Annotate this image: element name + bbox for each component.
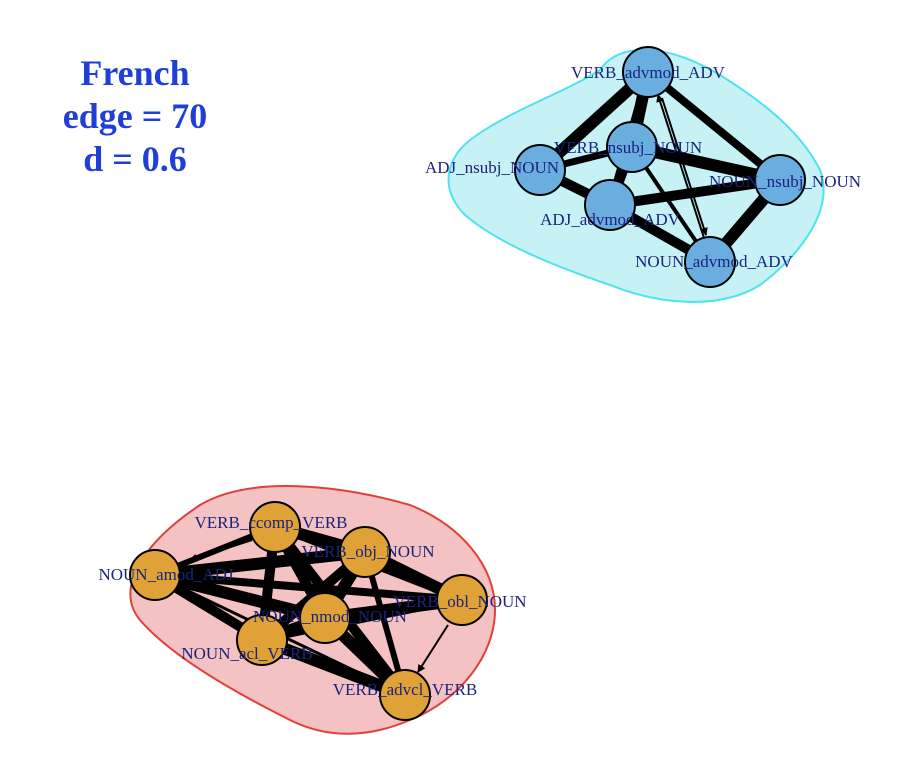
edge	[153, 569, 327, 624]
label-verb-advmod-adv: VERB_advmod_ADV	[571, 63, 726, 82]
node-verb-ccomp-verb[interactable]	[249, 501, 301, 553]
node-verb-advmod-adv[interactable]	[622, 46, 674, 98]
node-noun-nmod-noun[interactable]	[299, 592, 351, 644]
label-noun-nsubj-noun: NOUN_nsubj_NOUN	[709, 172, 861, 191]
label-verb-nsubj-noun: VERB_nsubj_NOUN	[554, 138, 702, 157]
node-noun-nsubj-noun[interactable]	[754, 154, 806, 206]
label-noun-nmod-noun: NOUN_nmod_NOUN	[253, 607, 407, 626]
figure-title: French edge = 70 d = 0.6	[30, 52, 240, 181]
edge	[154, 546, 366, 581]
label-adj-advmod-adv: ADJ_advmod_ADV	[540, 210, 680, 229]
node-noun-acl-verb[interactable]	[236, 614, 288, 666]
node-noun-advmod-adv[interactable]	[684, 236, 736, 288]
label-noun-amod-adj: NOUN_amod_ADJ	[98, 565, 233, 584]
node-verb-obl-noun[interactable]	[436, 574, 488, 626]
label-verb-obl-noun: VERB_obl_NOUN	[393, 592, 526, 611]
node-verb-advcl-verb[interactable]	[379, 669, 431, 721]
title-density: d = 0.6	[83, 139, 187, 179]
node-labels: VERB_advmod_ADV VERB_nsubj_NOUN ADJ_nsub…	[98, 63, 861, 699]
node-adj-advmod-adv[interactable]	[584, 179, 636, 231]
edge	[645, 68, 783, 184]
node-verb-obj-noun[interactable]	[339, 526, 391, 578]
edge	[609, 175, 781, 210]
edge	[661, 97, 708, 236]
edge	[417, 624, 449, 673]
label-adj-nsubj-noun: ADJ_nsubj_NOUN	[425, 158, 559, 177]
label-verb-obj-noun: VERB_obj_NOUN	[301, 542, 434, 561]
label-verb-ccomp-verb: VERB_ccomp_VERB	[195, 513, 348, 532]
cluster-1-nodes	[514, 46, 806, 288]
label-noun-advmod-adv: NOUN_advmod_ADV	[635, 252, 793, 271]
edge	[189, 539, 253, 562]
title-edge-count: edge = 70	[62, 96, 208, 136]
node-adj-nsubj-noun[interactable]	[514, 144, 566, 196]
cluster-2-nodes	[129, 501, 488, 721]
edge	[154, 571, 463, 604]
label-noun-acl-verb: NOUN_acl_VERB	[181, 644, 312, 663]
title-language: French	[80, 53, 190, 93]
label-verb-advcl-verb: VERB_advcl_VERB	[333, 680, 478, 699]
node-noun-amod-adj[interactable]	[129, 549, 181, 601]
node-verb-nsubj-noun[interactable]	[606, 121, 658, 173]
edge	[656, 94, 705, 239]
